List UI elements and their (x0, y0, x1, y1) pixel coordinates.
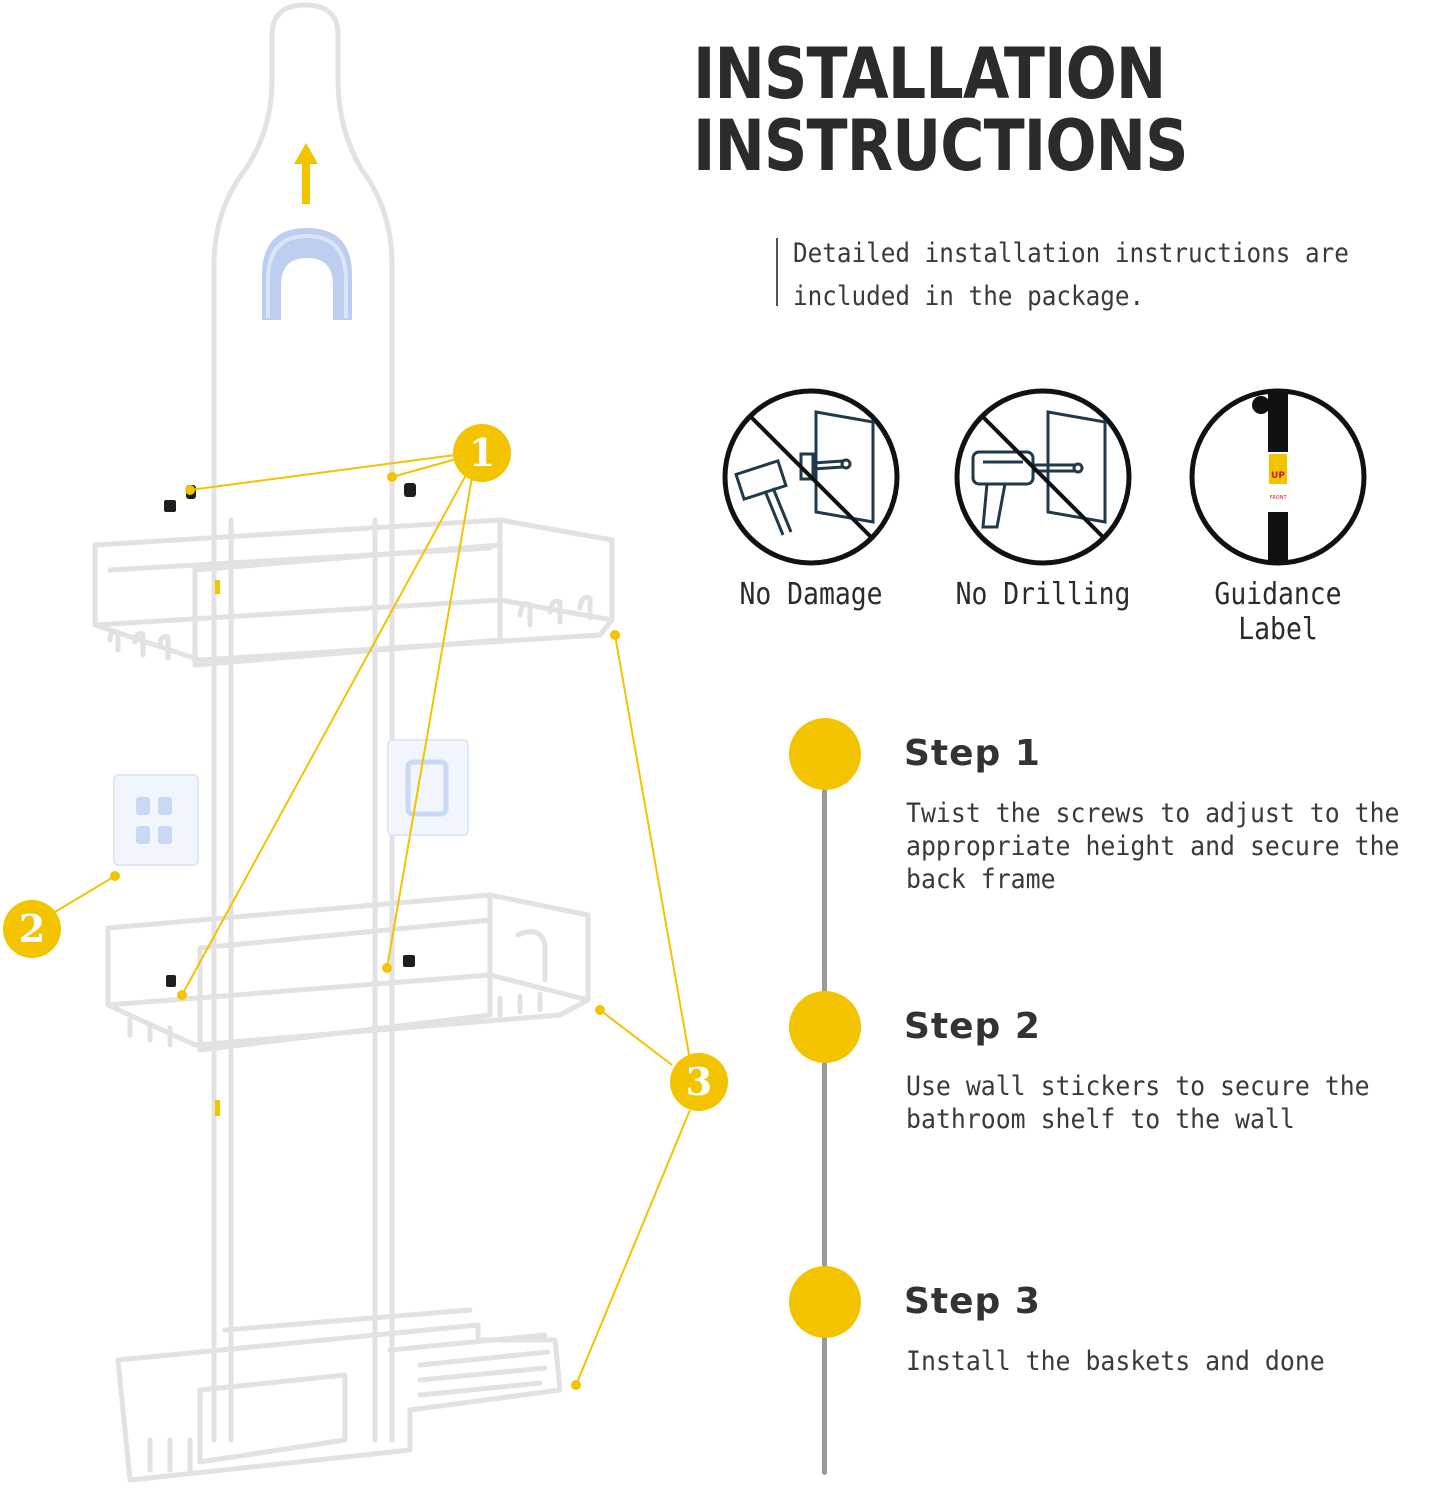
feature-label-no-damage: No Damage (739, 577, 883, 612)
step-3-marker (789, 1266, 861, 1338)
wall-sticker-icon (387, 739, 469, 836)
callout-badge-3: 3 (670, 1053, 728, 1111)
arrow-up-icon (294, 143, 318, 204)
step-2-description: Use wall stickers to secure the bathroom… (906, 1071, 1370, 1135)
step-3-description: Install the baskets and done (906, 1346, 1325, 1377)
step-2-marker (789, 991, 861, 1063)
guidance-label-up-text: UP (1271, 471, 1285, 481)
guidance-label-front-text: FRONT (1269, 495, 1287, 501)
feature-label-no-drilling: No Drilling (955, 577, 1131, 612)
page-title: INSTALLATION INSTRUCTIONS (693, 33, 1189, 187)
step-3-title: Step 3 (904, 1281, 1041, 1322)
wall-sticker-icon (113, 774, 199, 866)
title-line-1: INSTALLATION (693, 33, 1166, 115)
callout-badge-2: 2 (3, 900, 61, 958)
step-1-description: Twist the screws to adjust to the approp… (906, 798, 1400, 895)
callout-badge-1: 1 (453, 424, 511, 482)
feature-no-drilling: No Drilling (928, 387, 1158, 612)
no-hammer-icon (722, 388, 900, 566)
timeline-line (822, 760, 827, 1475)
no-drill-icon (954, 388, 1132, 566)
subtitle-text: Detailed installation instructions are i… (793, 238, 1349, 312)
step-1-marker (789, 718, 861, 790)
title-line-2: INSTRUCTIONS (693, 105, 1189, 187)
shower-caddy-illustration (49, 2, 691, 1483)
step-2-title: Step 2 (904, 1006, 1041, 1047)
subtitle-divider (776, 238, 778, 306)
suction-hook-icon (262, 228, 352, 320)
guidance-label-icon: UP FRONT (1189, 388, 1367, 566)
step-1-title: Step 1 (904, 733, 1041, 774)
feature-guidance-label: UP FRONT Guidance Label (1163, 387, 1393, 647)
feature-label-guidance: Guidance Label (1214, 577, 1342, 647)
feature-no-damage: No Damage (696, 387, 926, 612)
